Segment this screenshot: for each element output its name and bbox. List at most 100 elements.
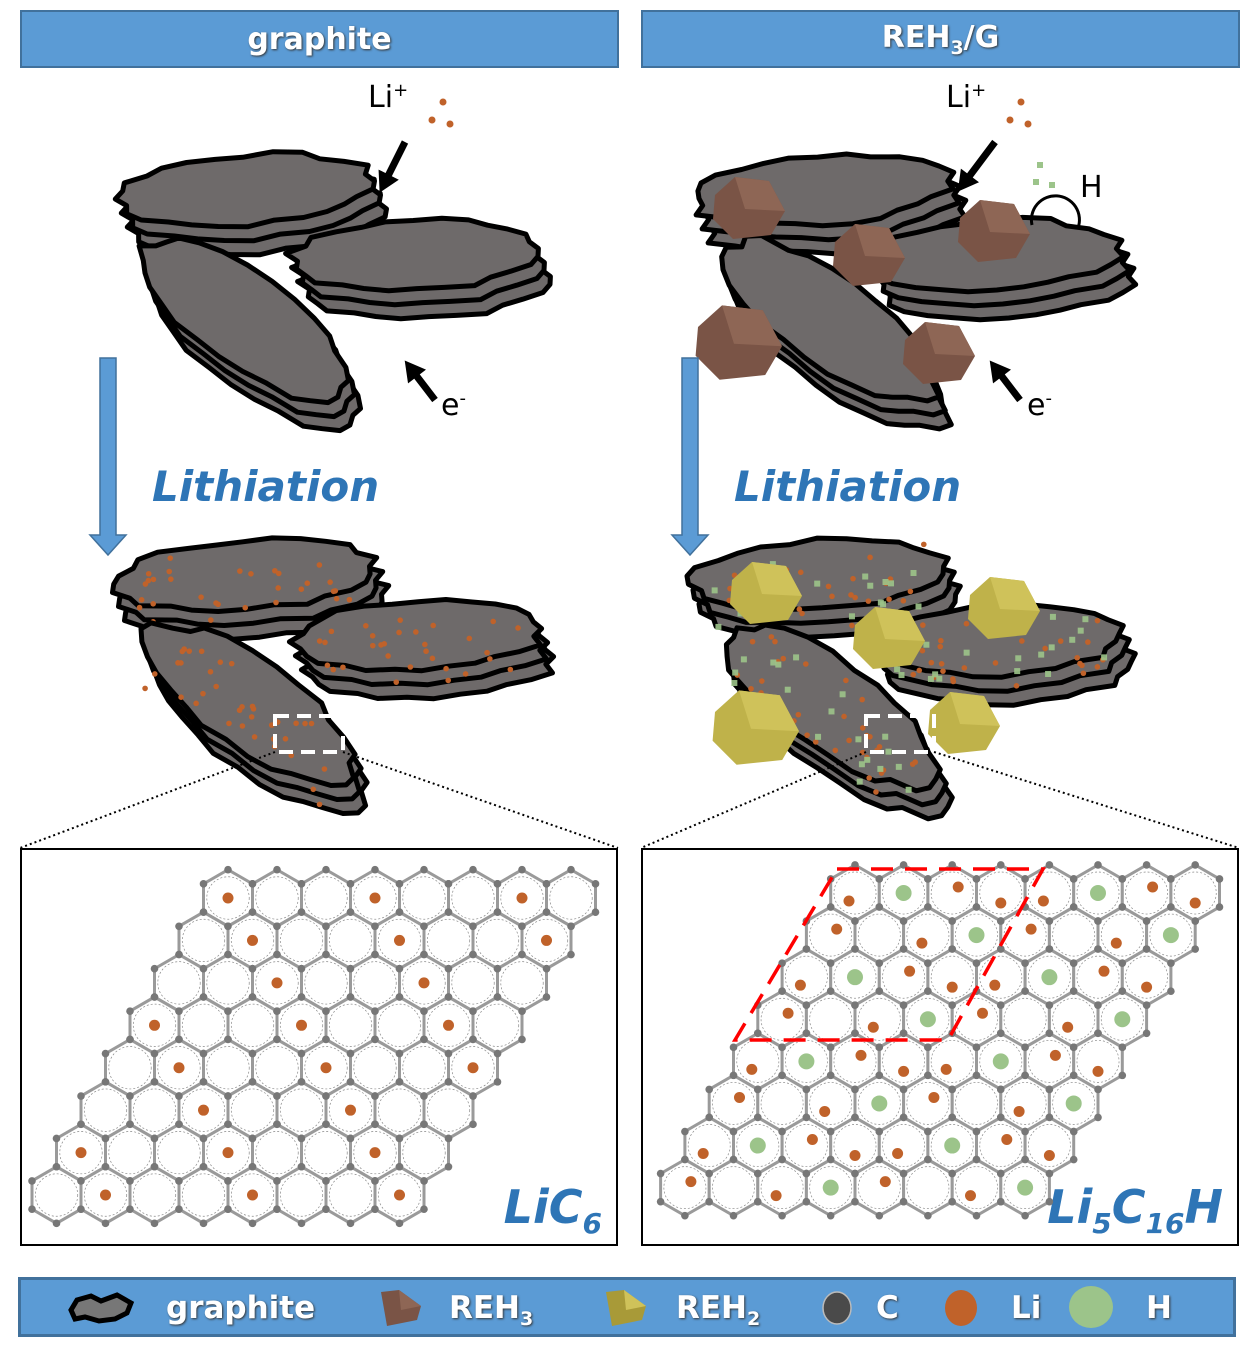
carbon-atom <box>875 1071 884 1080</box>
carbon-atom <box>297 908 306 916</box>
carbon-atom <box>346 1219 355 1228</box>
electron-label-right: e- <box>1027 388 1052 423</box>
carbon-atom <box>199 1134 208 1143</box>
carbon-atom <box>924 1043 932 1052</box>
carbon-atom <box>542 964 551 973</box>
hexagon-ring <box>304 961 348 1005</box>
lithium-dot <box>797 569 804 576</box>
hexagon-ring <box>426 918 471 963</box>
formula-li5c16h: Li5C16H <box>1047 1179 1223 1240</box>
lithium-dot <box>321 766 328 772</box>
carbon-atom <box>851 1029 859 1038</box>
lithium-dot <box>940 668 946 674</box>
lithium-dot <box>850 575 856 582</box>
carbon-atom <box>322 950 330 959</box>
carbon-atom <box>754 1169 762 1178</box>
hydrogen-dot <box>1049 613 1056 620</box>
lithium-dot <box>381 641 388 647</box>
carbon-atom <box>273 1177 281 1185</box>
carbon-atom <box>681 1211 689 1220</box>
lithium-dot <box>799 610 805 617</box>
hexagon-ring <box>353 1131 397 1175</box>
li-ion-dot <box>1024 120 1032 128</box>
lithium-dot <box>198 648 205 655</box>
carbon-atom <box>997 1029 1005 1038</box>
carbon-hexagon <box>324 1165 377 1226</box>
lithium-dot <box>167 555 174 561</box>
carbon-atom <box>395 908 404 916</box>
graphite-legend-icon <box>68 1292 135 1324</box>
lithium-atom <box>849 1150 861 1162</box>
li-ion-dot <box>446 120 454 128</box>
hydrogen-dot <box>877 765 884 772</box>
carbon-atom <box>346 880 355 888</box>
carbon-atom <box>420 1035 428 1044</box>
lithium-dot <box>772 638 778 645</box>
carbon-atom <box>729 1071 738 1080</box>
hydrogen-atom <box>749 1137 766 1154</box>
lithium-dot <box>867 554 873 561</box>
hexagon-ring <box>426 1003 471 1047</box>
hexagon-ring <box>785 955 828 999</box>
carbon-atom <box>899 1169 908 1178</box>
carbon-atom <box>705 1197 713 1206</box>
carbon-atom <box>542 993 551 1001</box>
hexagon-ring <box>955 913 998 957</box>
carbon-atom <box>1094 1085 1102 1094</box>
legend-reh2: REH2 <box>676 1290 761 1331</box>
carbon-atom <box>444 1162 453 1171</box>
lithium-dot <box>430 622 437 629</box>
hydrogen-dot <box>895 763 902 770</box>
hexagon-ring <box>181 1003 226 1047</box>
hexagon-ring <box>736 1124 780 1167</box>
lithium-dot <box>239 723 246 729</box>
carbon-atom <box>493 908 502 916</box>
carbon-atom <box>851 1001 859 1010</box>
lithium-atom <box>782 1007 794 1019</box>
carbon-atom <box>997 1085 1005 1094</box>
hexagon-ring <box>785 1124 828 1167</box>
carbon-atom <box>224 1035 232 1044</box>
graphite-flake <box>110 535 380 614</box>
carbon-atom <box>273 1007 281 1015</box>
lithium-dot <box>812 739 819 745</box>
reh3-particle-face <box>925 322 975 356</box>
hexagon-ring <box>930 1124 974 1167</box>
hydrogen-dot <box>815 733 822 740</box>
carbon-atom <box>150 1162 159 1171</box>
carbon-hexagon <box>128 1165 181 1226</box>
lithium-dot <box>413 629 419 635</box>
lithium-atom <box>198 1104 209 1116</box>
hydrogen-dot <box>855 736 862 743</box>
carbon-atom <box>1045 1197 1054 1206</box>
carbon-atom <box>1142 1001 1151 1010</box>
carbon-atom <box>1045 1029 1054 1038</box>
hexagon-ring <box>206 876 250 920</box>
lithium-atom <box>879 1176 891 1188</box>
carbon-atom <box>899 917 908 925</box>
hydrogen-dot <box>715 623 722 630</box>
hexagon-ring <box>402 1131 446 1175</box>
carbon-atom <box>248 1049 257 1058</box>
carbon-atom <box>948 1001 956 1010</box>
lithium-atom <box>965 1190 976 1202</box>
carbon-atom <box>948 861 956 869</box>
lithium-atom <box>418 977 430 989</box>
hexagon-ring <box>353 1046 397 1090</box>
hydrogen-dot <box>862 573 869 580</box>
lithium-atom <box>855 1049 867 1061</box>
hexagon-ring <box>1125 955 1168 999</box>
carbon-hexagon <box>853 1157 906 1218</box>
lithium-dot <box>749 638 756 645</box>
lithium-dot <box>1019 638 1025 644</box>
carbon-atom <box>199 880 208 888</box>
carbon-atom <box>199 908 208 916</box>
hexagon-ring <box>255 876 299 920</box>
lithium-dot <box>1074 654 1080 661</box>
carbon-atom <box>371 950 379 959</box>
graphite-flake <box>286 597 545 674</box>
hexagon-ring <box>882 955 925 999</box>
carbon-atom <box>899 1085 908 1094</box>
hexagon-ring <box>930 955 974 999</box>
carbon-atom <box>469 922 477 931</box>
